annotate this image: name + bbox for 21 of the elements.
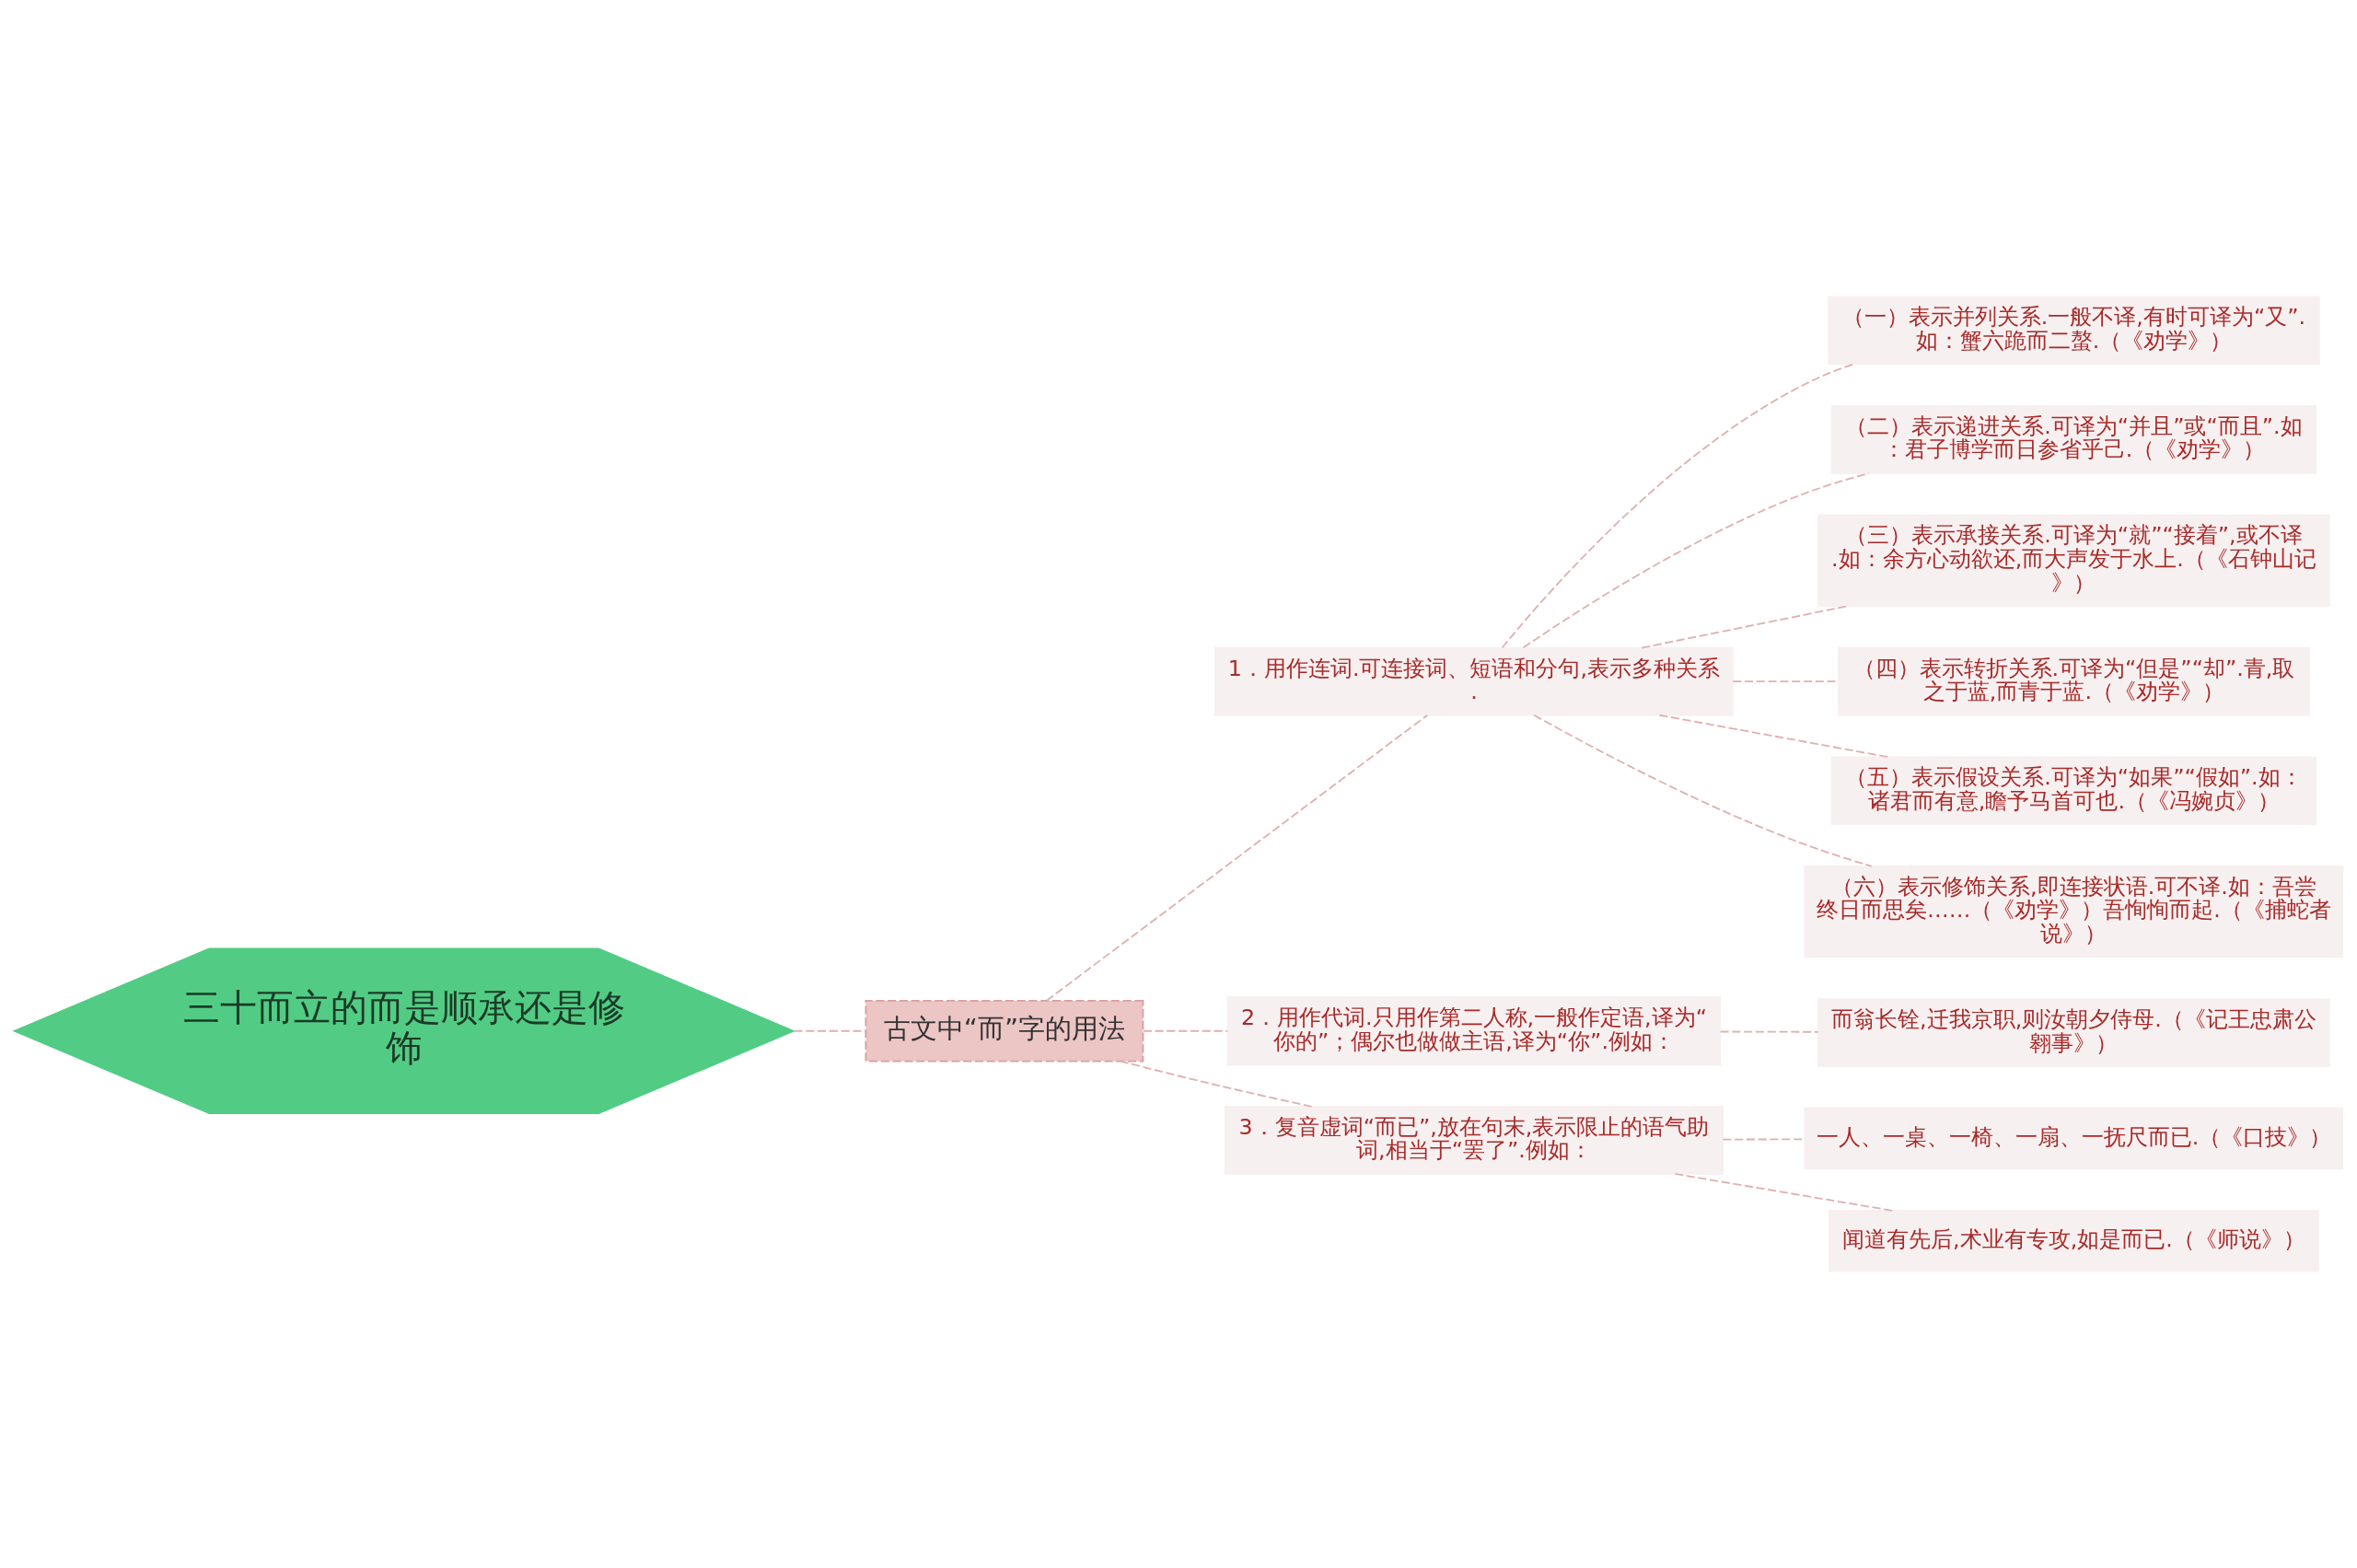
node-box: （五）表示假设关系.可译为“如果”“假如”.如：诸君而有意,瞻予马首可也.（《冯婉贞》） <box>1830 756 2317 826</box>
node-box: （二）表示递进关系.可译为“并且”或“而且”.如：君子博学而日参省乎己.（《劝学》） <box>1830 405 2317 474</box>
node-box: 2．用作代词.只用作第二人称,一般作定语,译为“你的”；偶尔也做做主语,译为“你”.例如： <box>1226 996 1722 1066</box>
node-box: 而翁长铨,迁我京职,则汝朝夕侍母.（《记王忠肃公翱事》） <box>1817 998 2330 1067</box>
node-box: 古文中“而”字的用法 <box>865 1000 1144 1063</box>
connector <box>1522 472 1870 649</box>
connector <box>1120 1060 1313 1108</box>
connector <box>1045 714 1429 1002</box>
node-box: 3．复音虚词“而已”,放在句末,表示限止的语气助词,相当于“罢了”.例如： <box>1225 1105 1724 1175</box>
connector <box>1143 1029 1229 1032</box>
node-box: （三）表示承接关系.可译为“就”“接着”,或不译.如：余方心动欲还,而大声发于水上.（《石钟山记》） <box>1817 514 2330 607</box>
connector <box>1533 714 1873 867</box>
node-box: （六）表示修饰关系,即连接状语.可不译.如：吾尝终日而思矣……（《劝学》）吾恂恂而起.（《捕蛇者说》） <box>1804 865 2344 958</box>
node-box: （一）表示并列关系.一般不译,有时可译为“又”.如：蟹六跪而二螯.（《劝学》） <box>1828 296 2320 366</box>
node-box: 闻道有先后,术业有专攻,如是而已.（《师说》） <box>1829 1210 2319 1272</box>
connector <box>793 1029 867 1032</box>
connector <box>1658 714 1889 759</box>
node-box: 1．用作连词.可连接词、短语和分句,表示多种关系. <box>1214 646 1734 716</box>
connector <box>1674 1173 1894 1212</box>
connector <box>1501 363 1855 649</box>
connector <box>1719 1030 1819 1033</box>
